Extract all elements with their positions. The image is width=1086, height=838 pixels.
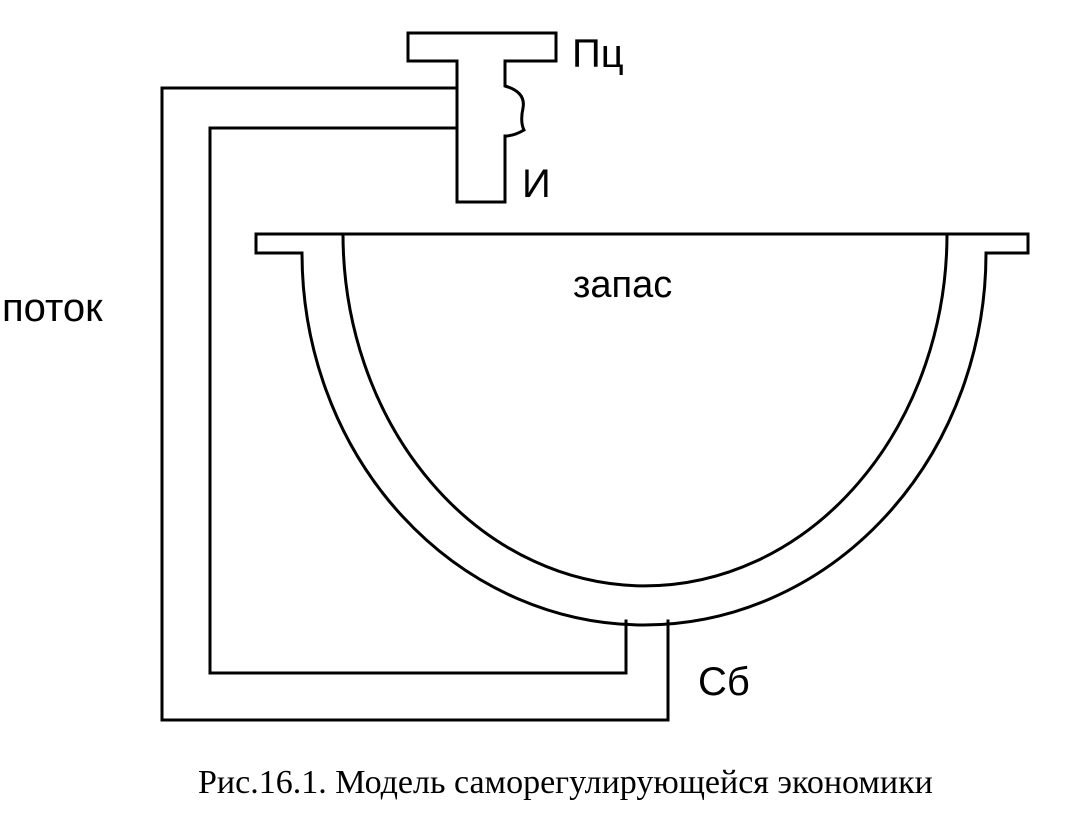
reserve-label: запас [573,264,673,306]
investment-label: И [522,162,551,206]
flow-label: поток [2,286,103,330]
savings-label: Сб [698,660,750,704]
basin-outer-wall [300,251,988,627]
flow-pipe-inner [208,126,628,675]
flow-pipe-outer [160,86,670,722]
basin-inner-wall [341,232,949,588]
basin-rim [254,232,1030,255]
figure-caption: Рис.16.1. Модель саморегулирующейся экон… [198,764,933,801]
consumer-prices-label: Пц [572,32,624,76]
faucet-shape [406,31,558,204]
